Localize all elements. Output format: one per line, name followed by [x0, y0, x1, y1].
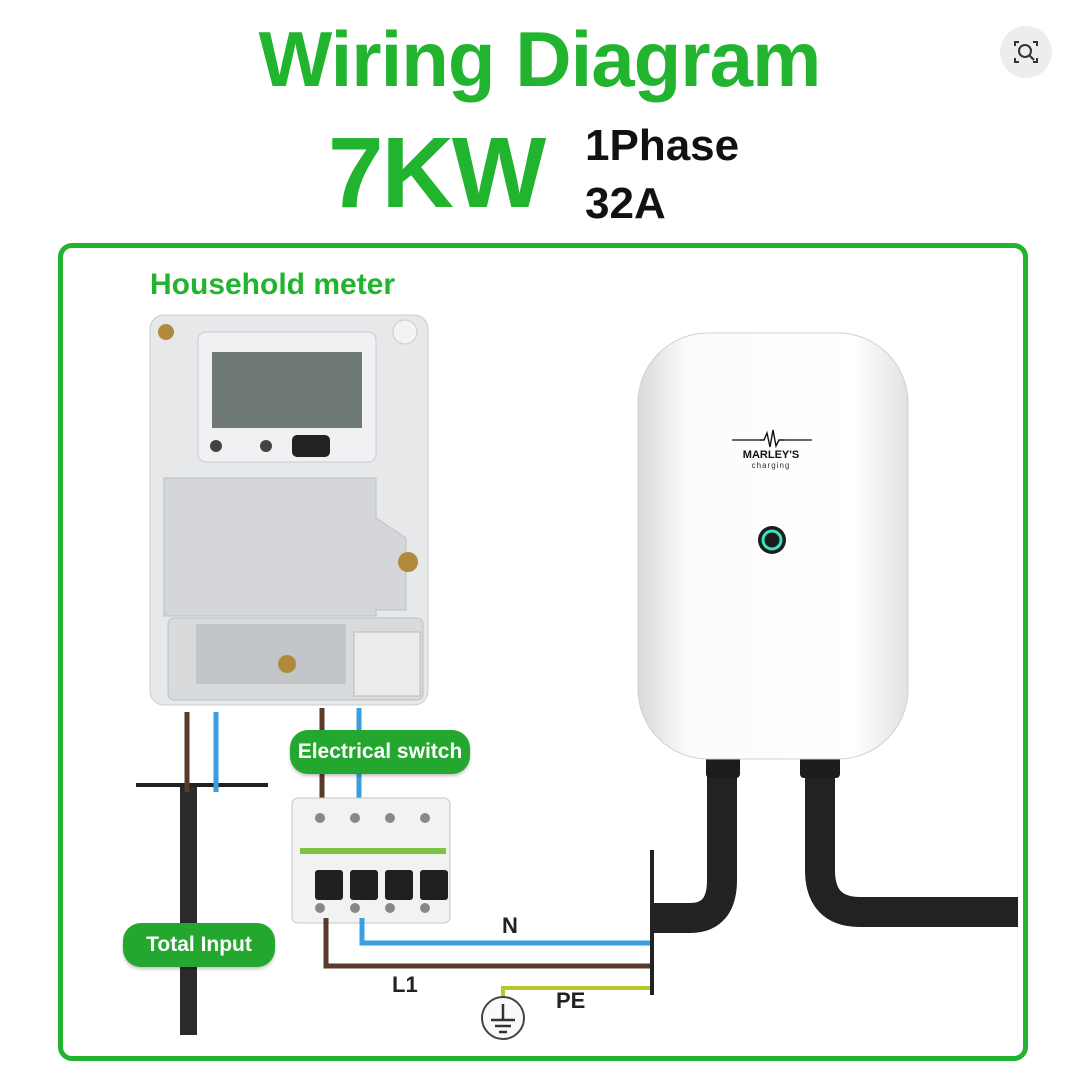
power-rating: 7KW [328, 117, 546, 229]
magnifier-icon [1014, 41, 1038, 63]
brand-logo [760, 429, 784, 449]
phase-spec: 1Phase [585, 121, 740, 170]
switch-label: Electrical switch [290, 730, 470, 774]
neutral-wire [359, 918, 652, 946]
household-meter [149, 314, 429, 706]
circuit-breaker [291, 797, 451, 924]
charger-cable-right [805, 760, 1018, 927]
charger-brand: MARLEY'S [742, 449, 800, 461]
meter-label: Household meter [150, 268, 396, 301]
earth-label: PE [556, 988, 586, 1013]
diagram-frame [58, 243, 1028, 1061]
line-label: L1 [392, 972, 418, 997]
ground-icon [481, 996, 525, 1040]
current-spec: 32A [585, 179, 666, 228]
input-label: Total Input [123, 923, 275, 967]
input-conduit [180, 785, 197, 1035]
image-search-button[interactable] [1000, 26, 1052, 78]
live-wire [323, 918, 652, 969]
charger-cable-left [652, 760, 737, 933]
diagram-title: Wiring Diagram [258, 15, 822, 103]
neutral-label: N [502, 913, 518, 938]
charger-brand-sub: charging [751, 461, 791, 470]
